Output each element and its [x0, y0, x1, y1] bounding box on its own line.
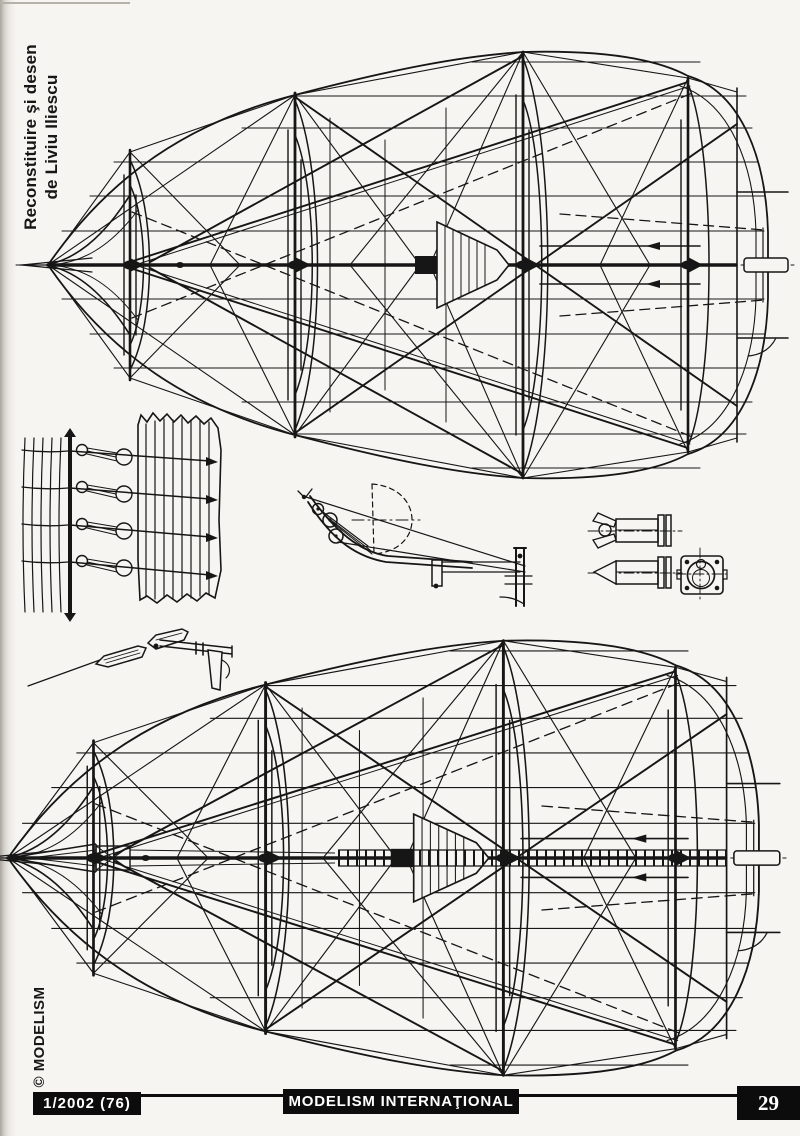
footer-issue-badge: 1/2002 (76) [33, 1092, 141, 1115]
detail-studding-sail-boom [27, 628, 233, 691]
top-rigging-plan-view [14, 49, 800, 481]
footer-page-number: 29 [737, 1086, 800, 1120]
bottom-rigging-plan-view [0, 638, 793, 1078]
detail-deck-fittings [587, 512, 728, 601]
copyright-text: © MODELISM [31, 986, 48, 1088]
deck-centerline-detail [7, 843, 726, 873]
scan-top-edge [0, 2, 130, 4]
detail-brace-block-assembly [297, 483, 533, 607]
footer-magazine-title: MODELISM INTERNAŢIONAL [283, 1089, 519, 1114]
detail-sail-yard-tackle [21, 411, 222, 622]
